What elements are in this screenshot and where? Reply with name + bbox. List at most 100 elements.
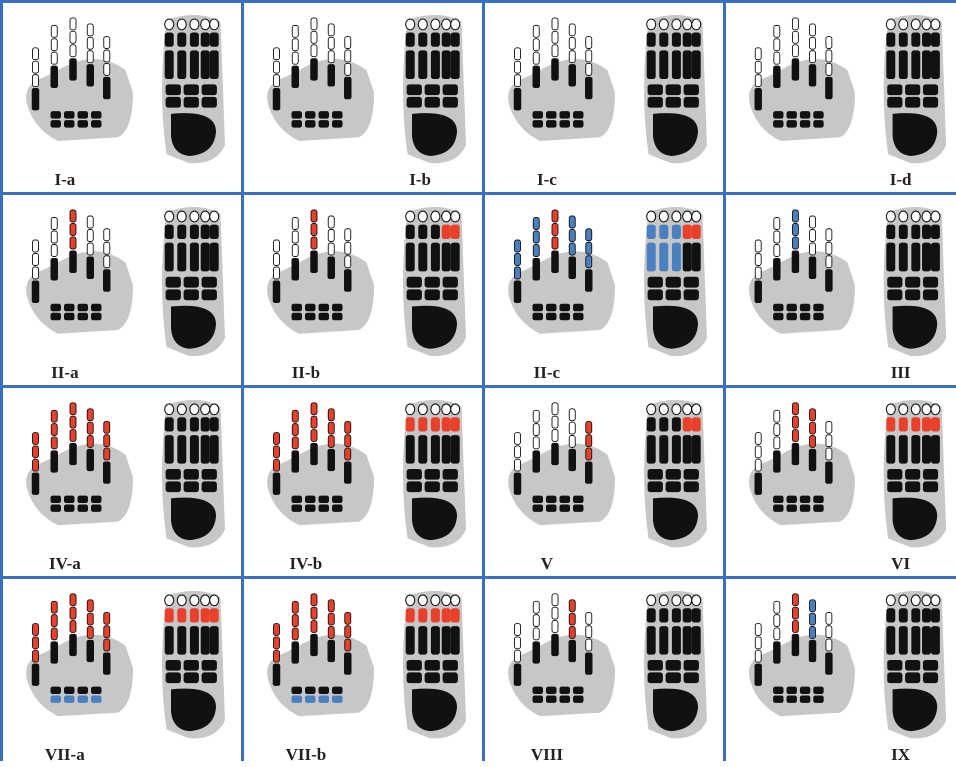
carpal [78,111,89,118]
toe-phalanx [659,225,668,239]
finger-phalanx [33,75,39,87]
tarsal [923,481,938,492]
metatarsal [451,243,460,272]
metatarsal [647,50,656,79]
metatarsal [672,435,681,463]
finger-phalanx [292,601,298,613]
tarsal [684,289,699,300]
finger-phalanx [569,216,575,228]
carpal [91,505,102,512]
metatarsal [177,243,186,272]
foot-skeleton [403,591,466,739]
finger-phalanx [586,639,592,651]
toe-phalanx [911,32,920,46]
carpal [786,304,796,312]
toe-tip [177,19,186,30]
toe-tip [886,19,895,30]
carpal [786,696,796,703]
carpal [78,696,89,703]
tarsal [407,469,422,480]
tarsal [684,481,699,492]
tarsal [666,97,681,108]
finger-phalanx [774,231,780,243]
finger-phalanx [51,245,57,257]
tarsal [684,97,699,108]
tarsal [407,481,422,492]
finger-phalanx [586,50,592,62]
toe-tip [418,595,427,606]
tarsal [923,672,938,683]
toe-phalanx [931,608,940,622]
finger-phalanx [292,628,298,640]
hand-skeleton [508,210,615,334]
finger-phalanx [87,422,93,434]
toe-phalanx [647,32,656,46]
finger-phalanx [70,210,76,222]
toe-tip [190,211,199,222]
finger-phalanx [515,650,521,662]
foot-skeleton [162,207,225,356]
finger-phalanx [345,242,351,254]
finger-phalanx [70,430,76,442]
metacarpal [755,473,762,495]
metacarpal [514,664,522,686]
carpal [813,304,823,312]
toe-phalanx [451,225,460,239]
carpal [319,313,330,321]
tarsal [166,84,181,95]
carpal [573,505,584,512]
finger-phalanx [826,242,832,254]
toe-phalanx [406,32,415,46]
carpal [800,304,810,312]
tarsal [923,84,938,95]
metacarpal [792,251,799,274]
toe-tip [165,595,174,606]
toe-phalanx [165,417,174,431]
finger-phalanx [774,628,780,640]
toe-phalanx [418,32,427,46]
finger-phalanx [826,256,832,268]
tarsal [407,672,422,683]
metacarpal [755,88,762,110]
carpal [91,120,102,127]
hand-soft-tissue [749,251,855,334]
tarsal [443,481,458,492]
metatarsal [922,50,931,79]
carpal [78,313,89,321]
finger-phalanx [533,39,539,51]
finger-phalanx [328,613,334,625]
toe-tip [692,19,701,30]
finger-phalanx [810,613,816,625]
metacarpal [51,258,59,281]
metatarsal [431,243,440,272]
finger-phalanx [51,628,57,640]
carpal [292,304,303,312]
toe-tip [210,211,219,222]
panel-label: I-c [485,170,609,190]
metacarpal [755,664,762,686]
finger-phalanx [515,240,521,252]
carpal [319,111,330,118]
toe-phalanx [431,417,440,431]
tarsal [887,672,902,683]
metacarpal [51,450,59,472]
hand-soft-tissue [267,59,374,141]
metatarsal [418,435,427,463]
finger-phalanx [552,621,558,633]
metatarsal [692,50,701,79]
finger-phalanx [774,410,780,422]
carpal [305,496,316,503]
finger-phalanx [792,237,798,249]
metatarsal [899,435,908,463]
tarsal [443,289,458,300]
toe-phalanx [177,32,186,46]
finger-phalanx [792,18,798,30]
panel-label: VII-a [3,745,127,765]
toe-phalanx [647,608,656,622]
toe-tip [659,404,668,415]
carpal [332,696,343,703]
panel-label: IV-a [3,554,127,574]
metatarsal [418,50,427,79]
foot-skeleton [884,400,946,548]
toe-phalanx [177,225,186,239]
